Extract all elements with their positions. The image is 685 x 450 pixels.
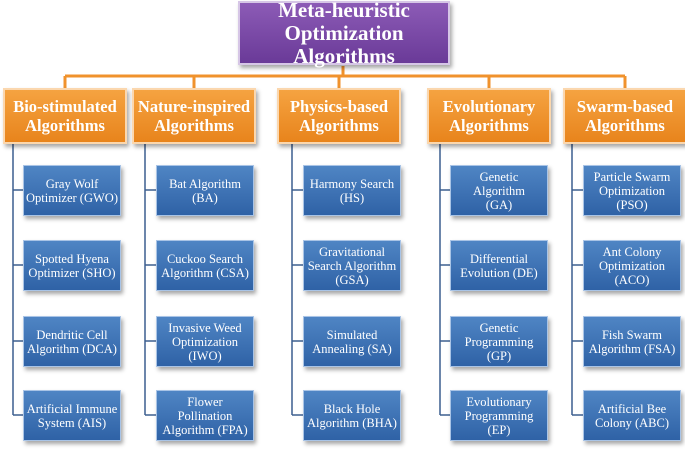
node-harmony-search: Harmony Search (HS) bbox=[303, 165, 401, 216]
node-invasive-weed: Invasive Weed Optimization (IWO) bbox=[156, 316, 254, 367]
node-artificial-immune: Artificial Immune System (AIS) bbox=[23, 390, 121, 441]
category-evolutionary: Evolutionary Algorithms bbox=[427, 88, 551, 144]
node-fish-swarm: Fish Swarm Algorithm (FSA) bbox=[583, 316, 681, 367]
node-black-hole: Black Hole Algorithm (BHA) bbox=[303, 390, 401, 441]
node-gray-wolf-optimizer: Gray Wolf Optimizer (GWO) bbox=[23, 165, 121, 216]
node-particle-swarm: Particle Swarm Optimization (PSO) bbox=[583, 165, 681, 216]
category-physics-based: Physics-based Algorithms bbox=[277, 88, 401, 144]
node-genetic-algorithm: Genetic Algorithm (GA) bbox=[450, 165, 548, 216]
node-artificial-bee: Artificial Bee Colony (ABC) bbox=[583, 390, 681, 441]
category-bio-stimulated: Bio-stimulated Algorithms bbox=[3, 88, 127, 144]
root-node: Meta-heuristic Optimization Algorithms bbox=[238, 0, 450, 67]
category-nature-inspired: Nature-inspired Algorithms bbox=[132, 88, 256, 144]
node-bat-algorithm: Bat Algorithm (BA) bbox=[156, 165, 254, 216]
node-dendritic-cell: Dendritic Cell Algorithm (DCA) bbox=[23, 316, 121, 367]
node-simulated-annealing: Simulated Annealing (SA) bbox=[303, 316, 401, 367]
node-ant-colony: Ant Colony Optimization (ACO) bbox=[583, 240, 681, 291]
node-evolutionary-programming: Evolutionary Programming (EP) bbox=[450, 390, 548, 441]
node-flower-pollination: Flower Pollination Algorithm (FPA) bbox=[156, 390, 254, 441]
node-differential-evolution: Differential Evolution (DE) bbox=[450, 240, 548, 291]
node-gravitational-search: Gravitational Search Algorithm (GSA) bbox=[303, 240, 401, 291]
node-spotted-hyena-optimizer: Spotted Hyena Optimizer (SHO) bbox=[23, 240, 121, 291]
node-genetic-programming: Genetic Programming (GP) bbox=[450, 316, 548, 367]
node-cuckoo-search: Cuckoo Search Algorithm (CSA) bbox=[156, 240, 254, 291]
category-swarm-based: Swarm-based Algorithms bbox=[563, 88, 685, 144]
